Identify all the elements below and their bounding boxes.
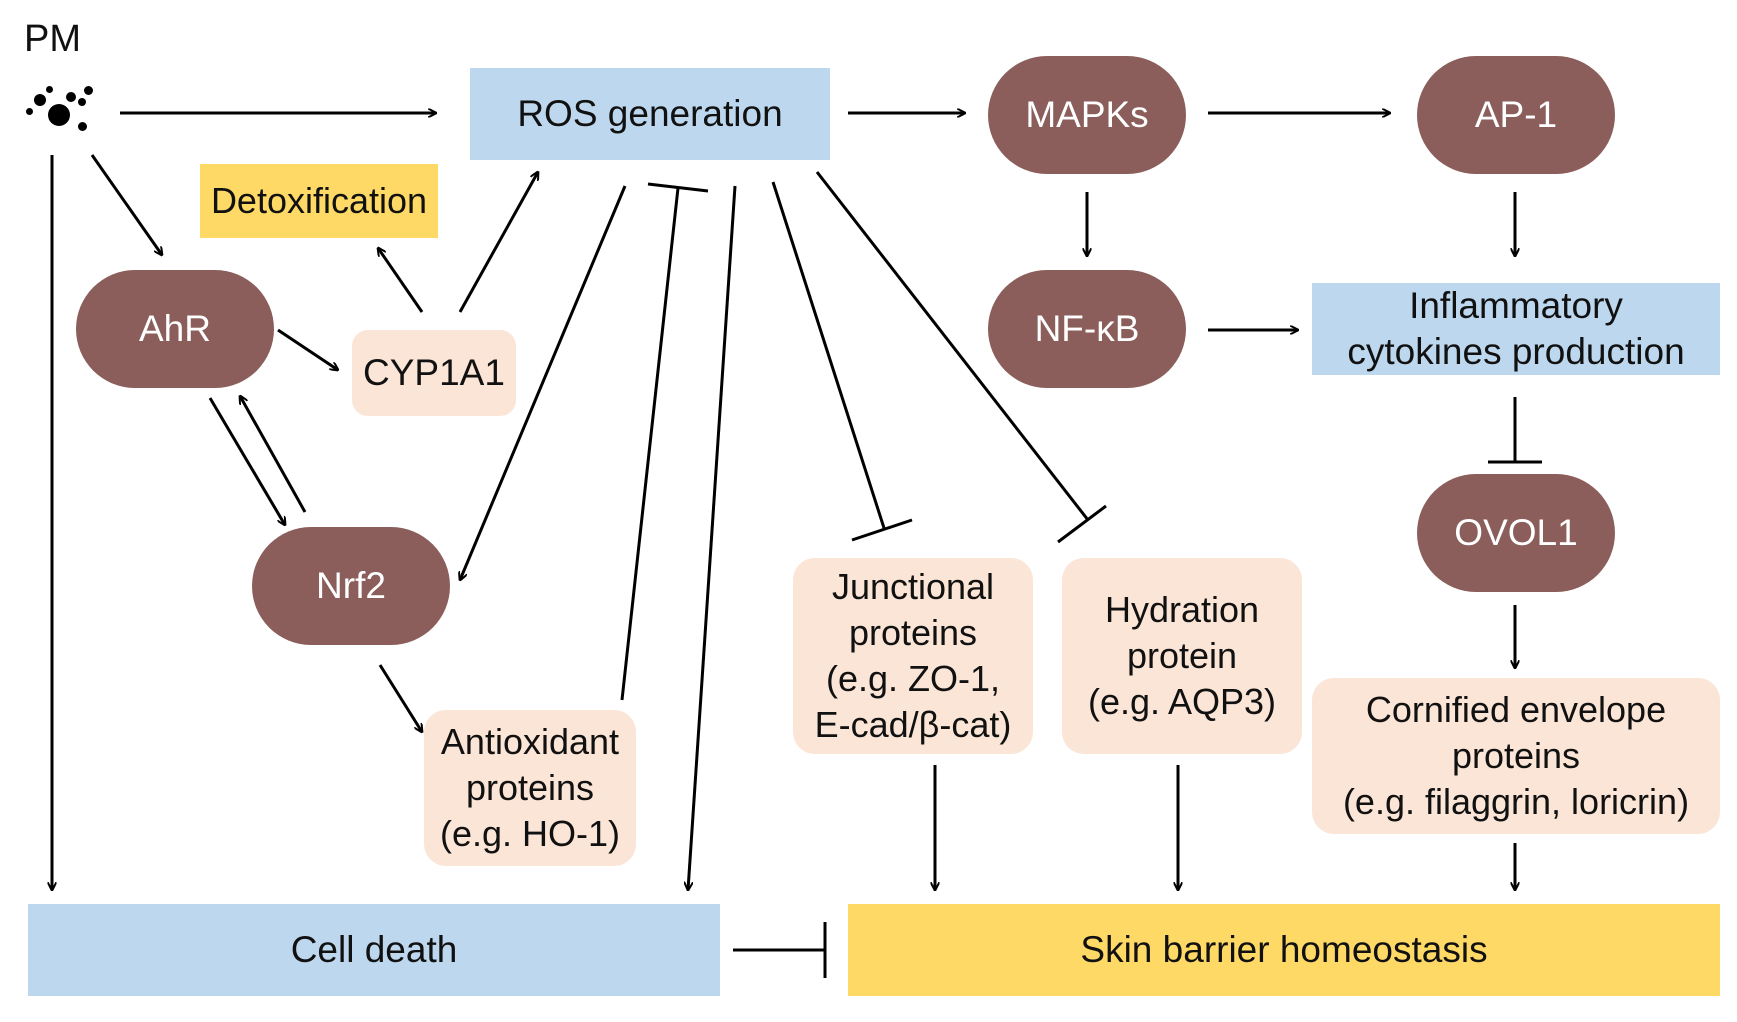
arrow-ros-to-cell-death	[688, 185, 737, 890]
arrow-ahr-to-cyp1a1	[277, 328, 338, 370]
inhibit-bar-ros	[647, 182, 709, 193]
pm-label: PM	[24, 18, 81, 60]
inhibit-bar-hydration	[1057, 504, 1107, 544]
arrow-nrf2-to-antioxidant	[378, 664, 422, 732]
skin-barrier-homeostasis-box: Skin barrier homeostasis	[848, 904, 1720, 996]
arrow-ros-to-nrf2	[460, 185, 627, 580]
junctional-proteins-box: Junctional proteins (e.g. ZO-1, E-cad/β-…	[793, 558, 1033, 754]
inflammatory-cytokines-box: Inflammatory cytokines production	[1312, 283, 1720, 375]
inhibit-antioxidant-to-ros	[620, 187, 680, 701]
mapks-node: MAPKs	[988, 56, 1186, 174]
nrf2-node: Nrf2	[252, 527, 450, 645]
antioxidant-proteins-box: Antioxidant proteins (e.g. HO-1)	[424, 710, 636, 866]
arrow-pm-to-ahr	[90, 154, 162, 255]
inhibit-ros-to-hydration	[815, 171, 1090, 521]
arrow-cyp1a1-to-detox	[378, 248, 424, 313]
ahr-node: AhR	[76, 270, 274, 388]
cyp1a1-box: CYP1A1	[352, 330, 516, 416]
cell-death-box: Cell death	[28, 904, 720, 996]
nfkb-node: NF-κB	[988, 270, 1186, 388]
ap1-node: AP-1	[1417, 56, 1615, 174]
inhibit-ros-to-junctional	[771, 181, 886, 529]
ovol1-node: OVOL1	[1417, 474, 1615, 592]
arrow-ahr-to-nrf2	[208, 397, 285, 525]
ros-generation-box: ROS generation	[470, 68, 830, 160]
cornified-envelope-box: Cornified envelope proteins (e.g. filagg…	[1312, 678, 1720, 834]
inhibit-bar-junctional	[851, 518, 913, 542]
hydration-protein-box: Hydration protein (e.g. AQP3)	[1062, 558, 1302, 754]
arrow-cyp1a1-to-ros	[458, 172, 538, 313]
arrow-nrf2-to-ahr	[240, 396, 307, 513]
detoxification-box: Detoxification	[200, 164, 438, 238]
